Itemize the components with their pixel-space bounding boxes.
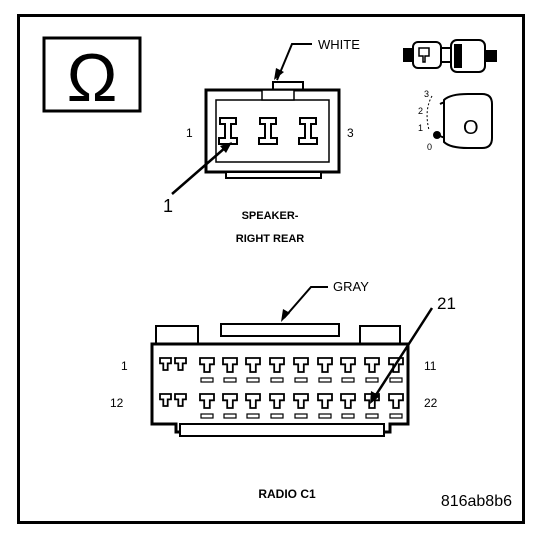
radio-cavity [174, 393, 187, 407]
radio-cavity [293, 393, 309, 409]
radio-cavity [388, 393, 404, 409]
radio-cavity-tab [200, 377, 214, 383]
radio-cavity-tab [341, 377, 355, 383]
speaker-terminal-1 [218, 117, 238, 145]
radio-cavity [340, 357, 356, 373]
radio-cavity-tab [270, 413, 284, 419]
dial-scale-0: 0 [427, 142, 432, 152]
radio-cavity [199, 357, 215, 373]
radio-cavity-tab [365, 413, 379, 419]
radio-pin-bottom-right: 22 [424, 396, 438, 410]
radio-pin-grid [159, 357, 404, 419]
radio-cavity-tab [341, 413, 355, 419]
radio-cavity-tab [223, 377, 237, 383]
radio-cavity-tab [318, 377, 332, 383]
radio-title: RADIO C1 [258, 487, 316, 501]
speaker-connector: WHITE 1 3 1 SPEAKER- RIGHT REAR [163, 37, 360, 245]
radio-cavity [245, 393, 261, 409]
radio-cavity [222, 393, 238, 409]
dial-scale-2: 2 [418, 106, 423, 116]
radio-cavity-tab [200, 413, 214, 419]
radio-cavity [269, 393, 285, 409]
radio-cavity [317, 393, 333, 409]
radio-cavity [159, 357, 172, 371]
radio-cavity-tab [294, 377, 308, 383]
radio-cavity [199, 393, 215, 409]
multimeter-probe-icon: O 3 2 1 0 [403, 39, 497, 152]
radio-connector: GRAY 1 11 12 22 21 RADIO C1 [110, 279, 456, 501]
speaker-title-line2: RIGHT REAR [236, 233, 305, 245]
ohm-symbol: Ω [42, 36, 142, 116]
radio-cavity [293, 357, 309, 373]
radio-cavity [174, 357, 187, 371]
radio-cavity [340, 393, 356, 409]
radio-pin-top-left: 1 [121, 359, 128, 373]
radio-cavity-tab [246, 377, 260, 383]
speaker-terminal-2 [258, 117, 278, 145]
speaker-pin-right: 3 [347, 126, 354, 140]
ohm-icon: Ω [67, 40, 118, 116]
speaker-title-line1: SPEAKER- [242, 210, 299, 222]
radio-cavity [245, 357, 261, 373]
radio-cavity [317, 357, 333, 373]
radio-cavity-tab [294, 413, 308, 419]
radio-cavity [269, 357, 285, 373]
dial-glyph: O [463, 117, 479, 139]
speaker-terminal-3 [298, 117, 318, 145]
radio-cavity-tab [246, 413, 260, 419]
radio-cavity-tab [223, 413, 237, 419]
radio-cavity [222, 357, 238, 373]
radio-cavity-tab [389, 413, 403, 419]
radio-cavity-tab [270, 377, 284, 383]
figure-id: 816ab8b6 [441, 493, 512, 510]
radio-cavity-tab [389, 377, 403, 383]
radio-pin-bottom-left: 12 [110, 396, 124, 410]
radio-cavity [364, 357, 380, 373]
radio-callout: 21 [437, 294, 456, 313]
speaker-color-label: WHITE [318, 37, 360, 52]
radio-color-label: GRAY [333, 279, 369, 294]
speaker-callout: 1 [163, 196, 173, 216]
speaker-pin-left: 1 [186, 126, 193, 140]
radio-cavity-tab [365, 377, 379, 383]
dial-scale-3: 3 [424, 89, 429, 99]
dial-scale-1: 1 [418, 123, 423, 133]
radio-pin-top-right: 11 [424, 359, 437, 373]
radio-cavity [159, 393, 172, 407]
radio-cavity-tab [318, 413, 332, 419]
